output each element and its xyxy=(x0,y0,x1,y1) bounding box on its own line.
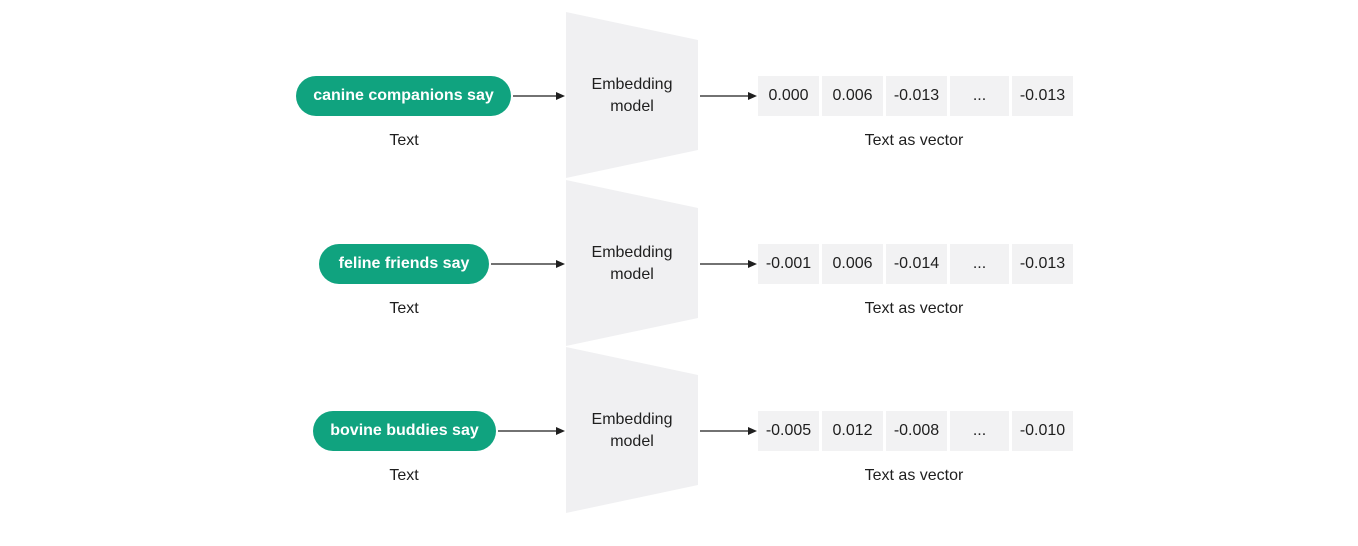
vector-cell: -0.014 xyxy=(886,244,947,284)
embedding-model-label: Embedding model xyxy=(566,242,698,286)
vector-output: -0.005 0.012 -0.008 ... -0.010 xyxy=(758,411,1073,451)
arrow-to-vector xyxy=(700,427,757,435)
vector-cell: -0.013 xyxy=(1012,244,1073,284)
arrow-to-model xyxy=(491,260,565,268)
model-label-line2: model xyxy=(610,433,654,450)
vector-cell: -0.010 xyxy=(1012,411,1073,451)
vector-output: 0.000 0.006 -0.013 ... -0.013 xyxy=(758,76,1073,116)
arrow-to-vector xyxy=(700,260,757,268)
vector-cell: -0.005 xyxy=(758,411,819,451)
model-label-line1: Embedding xyxy=(591,76,673,93)
arrow-to-model xyxy=(498,427,565,435)
vector-cell-ellipsis: ... xyxy=(950,411,1009,451)
vector-cell: 0.000 xyxy=(758,76,819,116)
vector-cell: 0.006 xyxy=(822,76,883,116)
vector-caption: Text as vector xyxy=(864,467,964,484)
vector-cell: -0.001 xyxy=(758,244,819,284)
vector-cell: -0.013 xyxy=(1012,76,1073,116)
input-text-pill: bovine buddies say xyxy=(313,411,496,451)
model-label-line2: model xyxy=(610,266,654,283)
vector-cell-ellipsis: ... xyxy=(950,76,1009,116)
embedding-row-feline: feline friends say Text Embedding model … xyxy=(0,180,1358,348)
vector-cell: 0.012 xyxy=(822,411,883,451)
embedding-model-label: Embedding model xyxy=(566,74,698,118)
vector-caption: Text as vector xyxy=(864,300,964,317)
text-caption: Text xyxy=(389,467,419,484)
text-caption: Text xyxy=(389,132,419,149)
model-label-line1: Embedding xyxy=(591,411,673,428)
vector-cell-ellipsis: ... xyxy=(950,244,1009,284)
embedding-row-bovine: bovine buddies say Text Embedding model … xyxy=(0,347,1358,515)
vector-cell: -0.013 xyxy=(886,76,947,116)
embedding-model-shape xyxy=(566,347,698,513)
arrow-to-vector xyxy=(700,92,757,100)
input-text-pill: canine companions say xyxy=(296,76,511,116)
vector-cell: 0.006 xyxy=(822,244,883,284)
embedding-row-canine: canine companions say Text Embedding mod… xyxy=(0,12,1358,180)
vector-cell: -0.008 xyxy=(886,411,947,451)
vector-output: -0.001 0.006 -0.014 ... -0.013 xyxy=(758,244,1073,284)
embedding-model-shape xyxy=(566,180,698,346)
embedding-model-shape xyxy=(566,12,698,178)
model-label-line1: Embedding xyxy=(591,244,673,261)
text-caption: Text xyxy=(389,300,419,317)
arrow-to-model xyxy=(513,92,565,100)
embedding-model-label: Embedding model xyxy=(566,409,698,453)
model-label-line2: model xyxy=(610,98,654,115)
input-text-pill: feline friends say xyxy=(319,244,489,284)
vector-caption: Text as vector xyxy=(864,132,964,149)
